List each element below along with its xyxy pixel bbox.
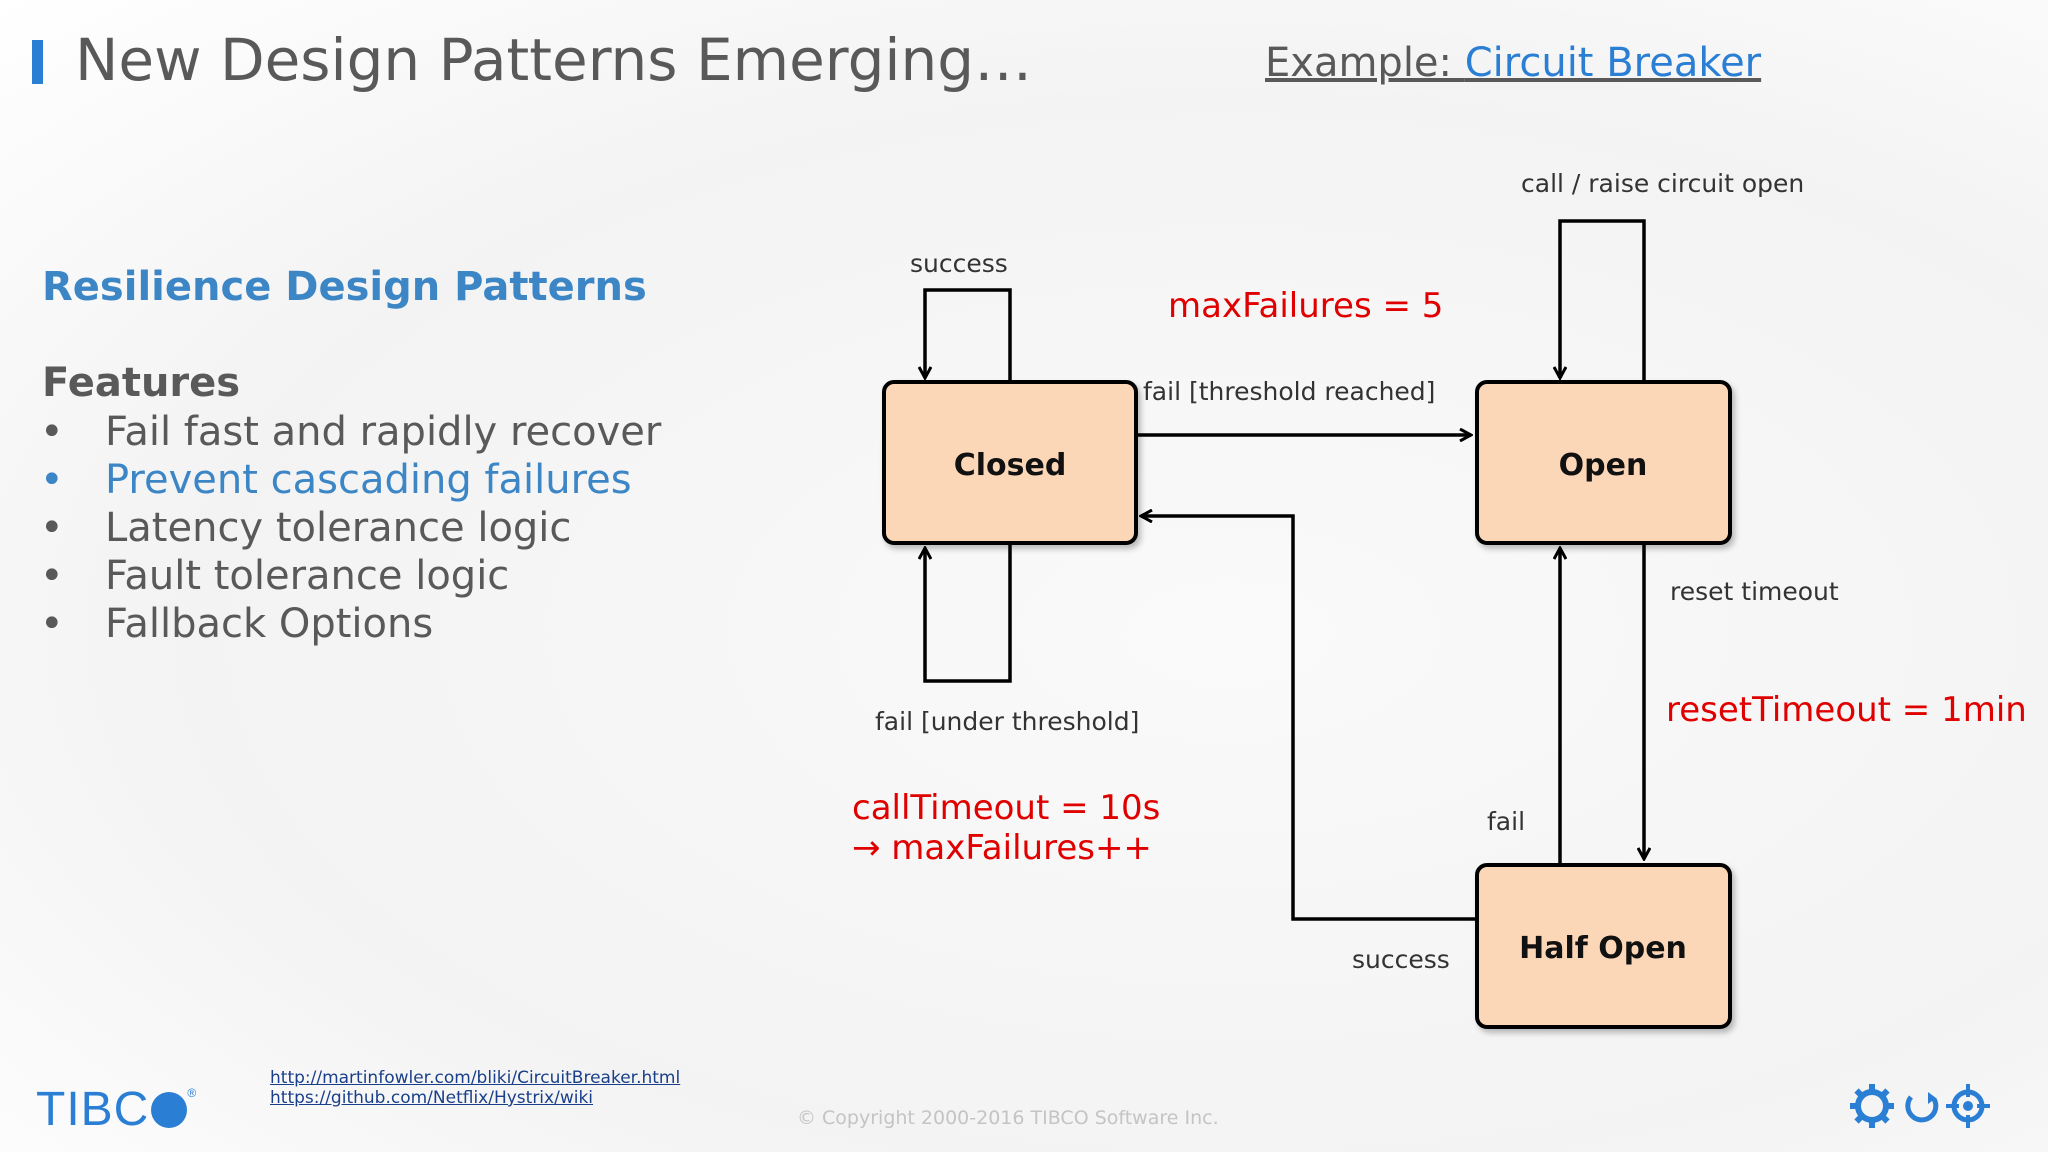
hystrix-link[interactable]: https://github.com/Netflix/Hystrix/wiki — [270, 1088, 594, 1108]
feature-item: • Fault tolerance logic — [40, 552, 661, 600]
reset-timeout-annotation: resetTimeout = 1min — [1666, 690, 2027, 730]
bullet-glyph: • — [40, 601, 64, 647]
closed-fail-loop — [925, 543, 1012, 683]
bullet-glyph: • — [40, 457, 64, 503]
state-half-open: Half Open — [1475, 863, 1732, 1029]
features-heading: Features — [42, 360, 241, 406]
state-half-open-label: Half Open — [1519, 931, 1687, 966]
logo-circle-icon — [151, 1092, 188, 1128]
feature-item: • Fallback Options — [40, 600, 661, 648]
reference-links: http://martinfowler.com/bliki/CircuitBre… — [270, 1068, 680, 1108]
feature-item-highlighted: • Prevent cascading failures — [40, 456, 661, 504]
closed-success-label: success — [910, 249, 1008, 278]
feature-text: Latency tolerance logic — [105, 505, 572, 551]
martinfowler-link[interactable]: http://martinfowler.com/bliki/CircuitBre… — [270, 1068, 681, 1088]
logo-registered-mark: ® — [187, 1086, 198, 1100]
target-icon — [1946, 1084, 1990, 1128]
open-self-loop — [1560, 219, 1646, 382]
example-heading: Example: Circuit Breaker — [1265, 40, 1761, 86]
bullet-glyph: • — [40, 505, 64, 551]
max-failures-increment-annotation: → maxFailures++ — [852, 828, 1152, 868]
feature-text: Prevent cascading failures — [105, 457, 632, 503]
state-closed-label: Closed — [954, 448, 1067, 483]
example-prefix: Example: — [1265, 40, 1465, 86]
feature-text: Fault tolerance logic — [105, 553, 510, 599]
gear-icon — [1850, 1084, 1894, 1128]
page-title: New Design Patterns Emerging… — [75, 26, 1033, 94]
state-closed: Closed — [882, 380, 1138, 545]
state-open-label: Open — [1559, 448, 1648, 483]
closed-success-loop — [925, 288, 1012, 382]
closed-to-open-label: fail [threshold reached] — [1143, 377, 1435, 406]
section-heading: Resilience Design Patterns — [42, 264, 647, 310]
circuit-breaker-link[interactable]: Circuit Breaker — [1464, 40, 1762, 86]
max-failures-annotation: maxFailures = 5 — [1168, 286, 1443, 326]
half-to-open-label: fail — [1487, 807, 1525, 836]
open-to-half-label: reset timeout — [1670, 577, 1839, 606]
features-list: • Fail fast and rapidly recover • Prevent … — [40, 408, 661, 648]
state-open: Open — [1475, 380, 1732, 545]
open-self-label: call / raise circuit open — [1521, 169, 1804, 198]
bullet-glyph: • — [40, 409, 64, 455]
feature-text: Fail fast and rapidly recover — [105, 409, 662, 455]
tibco-logo: TIBC ® — [36, 1082, 197, 1137]
refresh-icon — [1905, 1092, 1939, 1123]
logo-text: TIBC — [36, 1083, 150, 1136]
feature-item: • Latency tolerance logic — [40, 504, 661, 552]
feature-item: • Fail fast and rapidly recover — [40, 408, 661, 456]
title-accent-bar — [32, 40, 43, 84]
feature-text: Fallback Options — [105, 601, 434, 647]
call-timeout-annotation: callTimeout = 10s — [852, 788, 1160, 828]
corner-icons — [1850, 1084, 1990, 1128]
closed-fail-label: fail [under threshold] — [875, 707, 1139, 736]
half-to-closed-arrow — [1141, 516, 1477, 921]
bullet-glyph: • — [40, 553, 64, 599]
half-to-closed-label: success — [1352, 945, 1450, 974]
copyright-notice: © Copyright 2000-2016 TIBCO Software Inc… — [797, 1107, 1219, 1129]
